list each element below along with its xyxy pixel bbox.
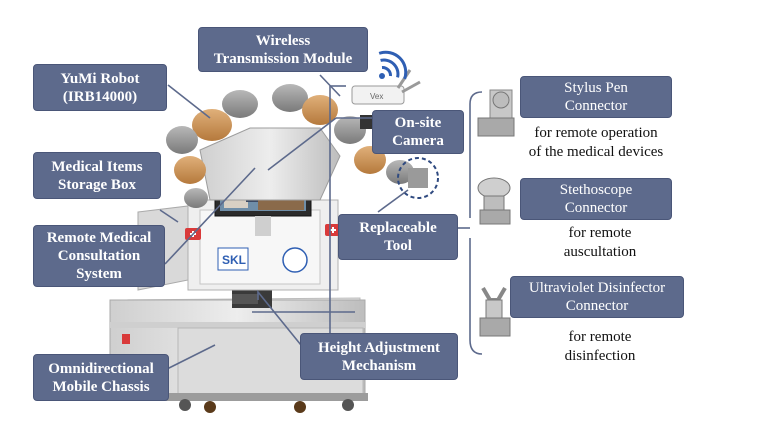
label-omnidirectional-mobile-chassis: Omnidirectional Mobile Chassis bbox=[33, 354, 169, 401]
label-replaceable-tool: Replaceable Tool bbox=[338, 214, 458, 260]
label-line: On-site bbox=[394, 115, 442, 131]
label-remote-medical-consultation-system: Remote Medical Consultation System bbox=[33, 225, 165, 287]
caption-stylus: for remote operation of the medical devi… bbox=[510, 124, 682, 162]
label-yumi-robot: YuMi Robot (IRB14000) bbox=[33, 64, 167, 111]
stylus-connector-icon bbox=[477, 89, 515, 137]
caption-uv: for remote disinfection bbox=[530, 328, 670, 366]
wifi-icon bbox=[378, 50, 408, 80]
label-height-adjustment-mechanism: Height Adjustment Mechanism bbox=[300, 333, 458, 380]
label-line: Height Adjustment bbox=[317, 339, 441, 356]
label-line: YuMi Robot bbox=[60, 70, 140, 87]
label-line: Mechanism bbox=[341, 357, 417, 374]
caption-line: auscultation bbox=[563, 244, 637, 260]
label-stylus-pen-connector: Stylus Pen Connector bbox=[520, 76, 672, 118]
label-line: Connector bbox=[565, 298, 629, 314]
label-line: Stylus Pen bbox=[564, 80, 628, 96]
label-line: Ultraviolet Disinfector bbox=[528, 280, 666, 296]
label-line: Medical Items bbox=[51, 158, 143, 175]
label-ultraviolet-disinfector-connector: Ultraviolet Disinfector Connector bbox=[510, 276, 684, 318]
stethoscope-connector-icon bbox=[477, 177, 511, 225]
connector-lines bbox=[159, 74, 483, 371]
caption-line: for remote operation bbox=[534, 125, 658, 141]
label-line: Remote Medical bbox=[46, 230, 152, 246]
label-line: Connector bbox=[564, 98, 628, 114]
label-stethoscope-connector: Stethoscope Connector bbox=[520, 178, 672, 220]
label-medical-items-storage-box: Medical Items Storage Box bbox=[33, 152, 161, 199]
caption-line: for remote bbox=[568, 225, 632, 241]
label-line: Consultation bbox=[57, 248, 141, 264]
uv-connector-icon bbox=[479, 286, 511, 337]
caption-line: disinfection bbox=[564, 348, 636, 364]
label-wireless-transmission-module: Wireless Transmission Module bbox=[198, 27, 368, 72]
label-line: Tool bbox=[384, 238, 412, 254]
caption-stethoscope: for remote auscultation bbox=[530, 224, 670, 262]
caption-line: for remote bbox=[568, 329, 632, 345]
label-line: Connector bbox=[564, 200, 628, 216]
router-icon: Vex bbox=[351, 69, 421, 105]
label-line: Storage Box bbox=[58, 176, 136, 193]
yumi-robot bbox=[166, 84, 439, 208]
label-line: Transmission Module bbox=[213, 50, 353, 67]
label-line: Replaceable bbox=[359, 220, 437, 236]
label-line: Wireless bbox=[255, 32, 311, 49]
label-line: Camera bbox=[392, 133, 444, 149]
caption-line: of the medical devices bbox=[528, 144, 664, 160]
label-line: (IRB14000) bbox=[62, 88, 138, 105]
label-line: Mobile Chassis bbox=[52, 378, 150, 395]
label-line: Stethoscope bbox=[559, 182, 633, 198]
label-line: Omnidirectional bbox=[48, 360, 154, 377]
svg-text:SKL: SKL bbox=[222, 253, 246, 267]
label-line: System bbox=[76, 266, 122, 282]
svg-text:Vex: Vex bbox=[370, 92, 383, 101]
label-on-site-camera: On-site Camera bbox=[372, 110, 464, 154]
